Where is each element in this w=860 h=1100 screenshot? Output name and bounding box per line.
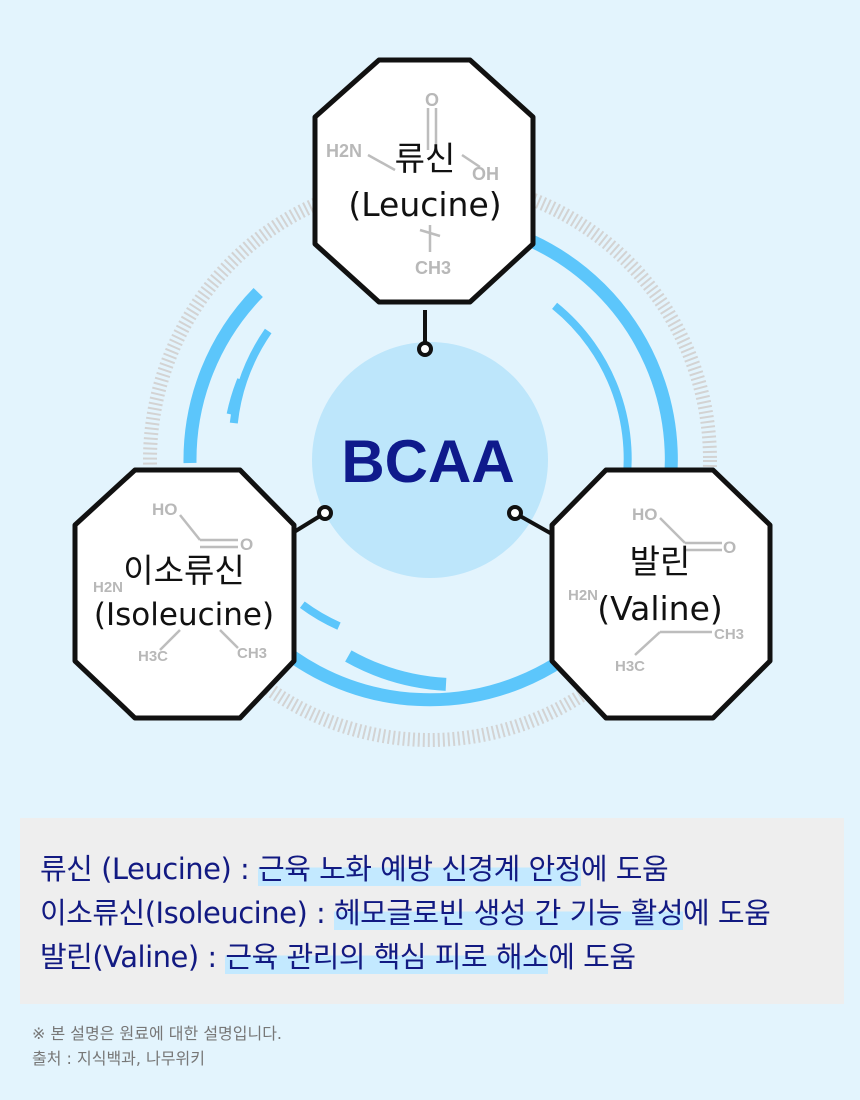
description-suffix: 에 도움 xyxy=(580,852,669,886)
connector-right-node xyxy=(507,505,523,521)
svg-text:HO: HO xyxy=(152,500,178,519)
blue-arc-left-outer xyxy=(183,287,263,464)
svg-text:OH: OH xyxy=(472,164,499,184)
description-effect-highlight: 헤모글로빈 생성 간 기능 활성 xyxy=(333,896,684,930)
leucine-name-ko: 류신 xyxy=(395,139,456,178)
blue-arc-bottom-mid-1 xyxy=(299,601,341,630)
description-leucine: 류신 (Leucine) : 근육 노화 예방 신경계 안정에 도움 xyxy=(40,846,669,888)
description-box: 류신 (Leucine) : 근육 노화 예방 신경계 안정에 도움 이소류신(… xyxy=(20,818,844,1004)
svg-text:O: O xyxy=(240,535,253,554)
description-suffix: 에 도움 xyxy=(548,940,636,974)
disclaimer-note: ※ 본 설명은 원료에 대한 설명입니다. xyxy=(32,1024,283,1043)
description-effect-highlight: 근육 노화 예방 신경계 안정 xyxy=(258,852,581,886)
svg-text:H3C: H3C xyxy=(615,658,645,675)
description-effect-highlight: 근육 관리의 핵심 피로 해소 xyxy=(225,940,549,974)
blue-arc-left-small xyxy=(226,378,245,416)
svg-text:O: O xyxy=(425,90,439,110)
hexagon-leucine: O H2N OH CH3 류신 (Leucine) xyxy=(312,57,536,305)
svg-text:H2N: H2N xyxy=(568,587,598,604)
center-circle xyxy=(312,342,548,578)
valine-molecule: HO O H2N H3C CH3 xyxy=(568,505,744,675)
svg-text:CH3: CH3 xyxy=(415,258,451,278)
hexagon-outline xyxy=(312,57,536,305)
blue-arc-left-mid xyxy=(229,328,272,424)
outer-dashed-ring xyxy=(143,173,717,747)
description-valine: 발린(Valine) : 근육 관리의 핵심 피로 해소에 도움 xyxy=(40,934,636,976)
connector-left xyxy=(292,514,322,534)
svg-text:H3C: H3C xyxy=(138,648,168,665)
svg-text:HO: HO xyxy=(632,505,658,524)
svg-text:CH3: CH3 xyxy=(237,645,267,662)
description-term: 발린(Valine) : xyxy=(40,940,226,974)
description-suffix: 에 도움 xyxy=(683,896,771,930)
valine-name-ko: 발린 xyxy=(630,542,691,581)
center-label: BCAA xyxy=(341,428,514,495)
connectors xyxy=(292,310,553,536)
svg-text:H2N: H2N xyxy=(93,579,123,596)
svg-text:O: O xyxy=(723,538,736,557)
svg-text:CH3: CH3 xyxy=(714,626,744,643)
leucine-molecule: O H2N OH CH3 xyxy=(326,90,499,278)
blue-arc-bottom-mid-2 xyxy=(345,650,447,691)
hexagon-outline xyxy=(549,467,773,721)
leucine-name-en: (Leucine) xyxy=(348,185,501,224)
connector-left-node xyxy=(317,505,333,521)
hexagon-isoleucine: HO O H2N H3C CH3 이소류신 (Isoleucine) xyxy=(72,467,297,721)
isoleucine-molecule: HO O H2N H3C CH3 xyxy=(93,500,267,665)
description-term: 류신 (Leucine) : xyxy=(40,852,259,886)
description-term: 이소류신(Isoleucine) : xyxy=(40,896,334,930)
valine-name-en: (Valine) xyxy=(597,589,723,628)
connector-right xyxy=(519,514,553,536)
source-note: 출처 : 지식백과, 나무위키 xyxy=(32,1049,205,1068)
connector-top-node xyxy=(417,341,433,357)
svg-text:H2N: H2N xyxy=(326,141,362,161)
bcaa-diagram: BCAA O H2N OH CH3 류신 (Leucine) xyxy=(72,57,773,747)
isoleucine-name-ko: 이소류신 xyxy=(123,551,244,590)
hexagon-outline xyxy=(72,467,297,721)
description-isoleucine: 이소류신(Isoleucine) : 헤모글로빈 생성 간 기능 활성에 도움 xyxy=(40,890,771,932)
isoleucine-name-en: (Isoleucine) xyxy=(94,597,274,633)
hexagon-valine: HO O H2N H3C CH3 발린 (Valine) xyxy=(549,467,773,721)
